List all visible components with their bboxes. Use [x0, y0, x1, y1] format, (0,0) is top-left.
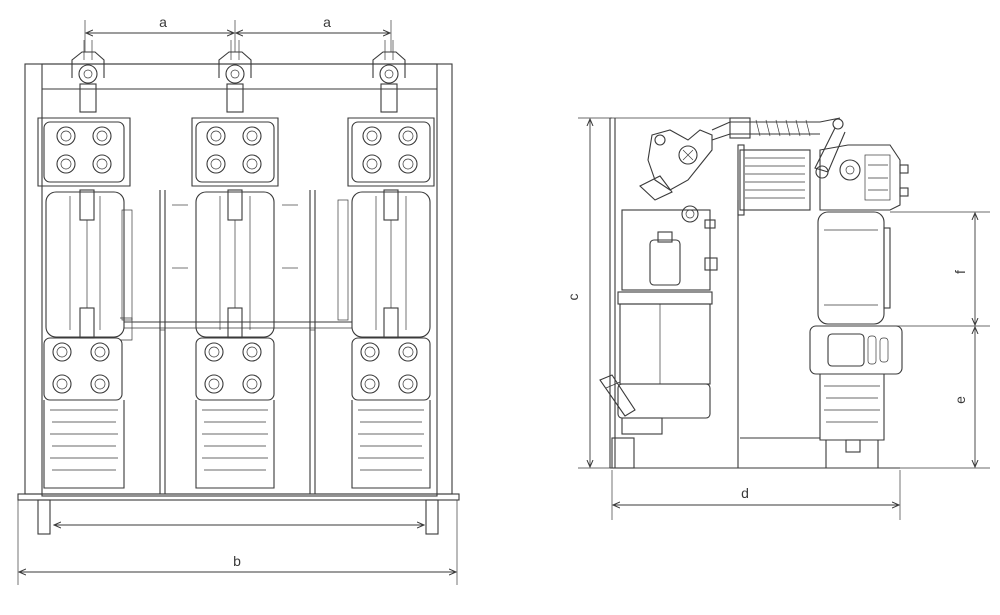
front-frame — [24, 63, 453, 495]
dim-label-c: c — [565, 294, 581, 301]
side-interrupter — [817, 211, 885, 325]
side-handle — [599, 374, 636, 417]
side-bellows — [739, 149, 811, 211]
dim-label-b: b — [233, 553, 241, 569]
front-view — [17, 40, 460, 535]
side-view — [599, 117, 909, 469]
dim-label-a1: a — [159, 14, 167, 30]
side-terminal-head — [819, 144, 901, 211]
dim-label-a2: a — [323, 14, 331, 30]
front-foot-right — [425, 499, 439, 535]
front-inner-frame — [41, 63, 438, 497]
side-mechanism-box — [621, 209, 711, 291]
side-cam — [647, 129, 713, 191]
side-lower-terminal — [809, 325, 903, 375]
side-solenoid — [619, 303, 711, 385]
front-base-plate — [17, 493, 460, 501]
dim-label-f: f — [952, 270, 968, 274]
front-dimensions — [17, 20, 458, 585]
pole-3 — [337, 40, 435, 489]
dim-label-e: e — [952, 396, 968, 404]
pole-1 — [37, 40, 133, 489]
side-dimensions — [578, 117, 990, 520]
pole-2 — [191, 40, 279, 489]
front-foot-left — [37, 499, 51, 535]
dim-label-d: d — [741, 485, 749, 501]
